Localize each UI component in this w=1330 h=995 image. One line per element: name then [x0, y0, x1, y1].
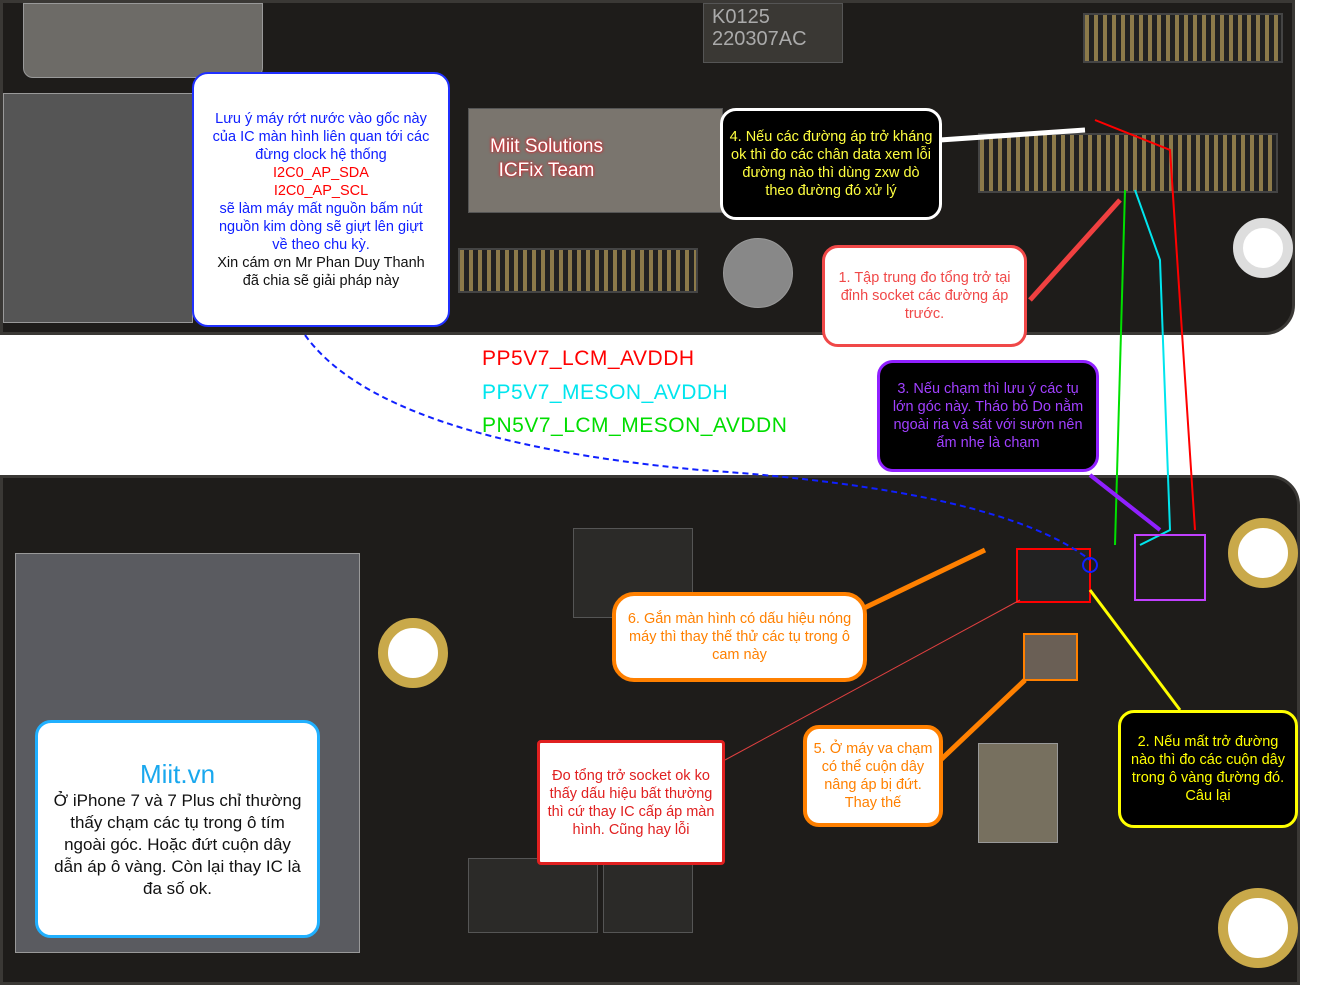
purple-zone: [1134, 534, 1206, 601]
note-text: 6. Gắn màn hình có dấu hiệu nóng máy thì…: [627, 611, 852, 663]
note-text: 3. Nếu chạm thì lưu ý các tụ lớn góc này…: [892, 381, 1084, 451]
pointer-ic: [724, 599, 1021, 761]
note-text: 5. Ở máy va chạm có thể cuộn dây nâng áp…: [813, 741, 933, 811]
note-step2: 2. Nếu mất trở đường nào thì đo các cuộn…: [1118, 710, 1298, 828]
thanks-text: đã chia sẽ giải pháp này: [242, 272, 400, 289]
ic-chip: [468, 108, 723, 213]
miit-body: Ở iPhone 7 và 7 Plus chỉ thường thấy chạ…: [53, 791, 302, 898]
dashed-pointer: [304, 334, 1091, 561]
ic-chip: [468, 858, 598, 933]
pointer-step1: [1028, 198, 1122, 302]
display-pmic: [1016, 548, 1091, 603]
pointer-step3: [1088, 473, 1162, 532]
note-text: Đo tổng trở socket ok ko thấy dấu hiệu b…: [547, 767, 715, 838]
watermark: Miit Solutions ICFix Team: [490, 135, 603, 183]
note-step4: 4. Nếu các đường áp trở kháng ok thì đo …: [720, 108, 942, 220]
signal-label: PP5V7_MESON_AVDDH: [482, 381, 729, 404]
chip-marking: 220307AC: [712, 28, 807, 50]
signal-label: PP5V7_LCM_AVDDH: [482, 347, 695, 370]
note-text: đừng clock hệ thống: [255, 146, 387, 163]
note-water-damage: Lưu ý máy rớt nước vào gốc này của IC mà…: [192, 72, 450, 327]
pointer-step6: [858, 547, 987, 613]
note-text: về theo chu kỳ.: [272, 236, 370, 253]
chip-marking-top: K0125: [712, 6, 770, 28]
note-text: 1. Tập trung đo tổng trở tại đỉnh socket…: [838, 270, 1011, 322]
note-text: 4. Nếu các đường áp trở kháng ok thì đo …: [729, 129, 933, 199]
signal-avddn: PN5V7_LCM_MESON_AVDDN: [482, 414, 787, 438]
shield-can: [3, 93, 193, 323]
note-text: của IC màn hình liên quan tới các: [212, 128, 430, 145]
signal-lcm-avddh: PP5V7_LCM_AVDDH: [482, 347, 695, 371]
trace-avddn: [1114, 189, 1126, 546]
note-replace-ic: Đo tổng trở socket ok ko thấy dấu hiệu b…: [537, 740, 725, 865]
sim-connector: [23, 3, 263, 78]
note-text: nguồn kim dòng sẽ giựt lên giựt: [218, 218, 423, 235]
mount-hole: [1233, 218, 1293, 278]
note-step6: 6. Gắn màn hình có dấu hiệu nóng máy thì…: [612, 592, 867, 682]
miit-note: Miit.vn Ở iPhone 7 và 7 Plus chỉ thường …: [35, 720, 320, 938]
mount-hole: [1218, 888, 1298, 968]
watermark-line: Miit Solutions: [490, 136, 603, 157]
mount-hole: [1228, 518, 1298, 588]
trace-meson-avddh: [1134, 189, 1172, 546]
display-socket: [978, 133, 1278, 193]
miit-title: Miit.vn: [139, 759, 216, 789]
top-ic-label: K0125 220307AC: [703, 3, 843, 63]
pointer-step5: [928, 678, 1027, 772]
note-text: Lưu ý máy rớt nước vào gốc này: [215, 110, 427, 127]
boost-inductor: [1023, 633, 1078, 681]
note-step5: 5. Ở máy va chạm có thể cuộn dây nâng áp…: [803, 725, 943, 827]
signal-scl: I2C0_AP_SCL: [273, 182, 369, 199]
signal-meson-avddh: PP5V7_MESON_AVDDH: [482, 381, 728, 405]
shield-chip: [978, 743, 1058, 843]
thanks-text: Xin cám ơn Mr Phan Duy Thanh: [217, 254, 425, 271]
mount-hole: [378, 618, 448, 688]
blue-marker: [1082, 557, 1098, 573]
connector: [1083, 13, 1283, 63]
watermark-line: ICFix Team: [498, 160, 595, 181]
note-text: 2. Nếu mất trở đường nào thì đo các cuộn…: [1131, 734, 1285, 804]
signal-label: PN5V7_LCM_MESON_AVDDN: [482, 414, 788, 437]
screw-standoff: [723, 238, 793, 308]
trace-lcm-avddh: [1094, 119, 1196, 531]
note-text: sẽ làm máy mất nguồn bấm nút: [219, 200, 423, 217]
signal-sda: I2C0_AP_SDA: [273, 164, 369, 181]
connector: [458, 248, 698, 293]
note-step1: 1. Tập trung đo tổng trở tại đỉnh socket…: [822, 245, 1027, 347]
note-step3: 3. Nếu chạm thì lưu ý các tụ lớn góc này…: [877, 360, 1099, 472]
pointer-step2: [1088, 589, 1182, 711]
ic-chip: [603, 858, 693, 933]
pointer-step4: [939, 127, 1086, 143]
